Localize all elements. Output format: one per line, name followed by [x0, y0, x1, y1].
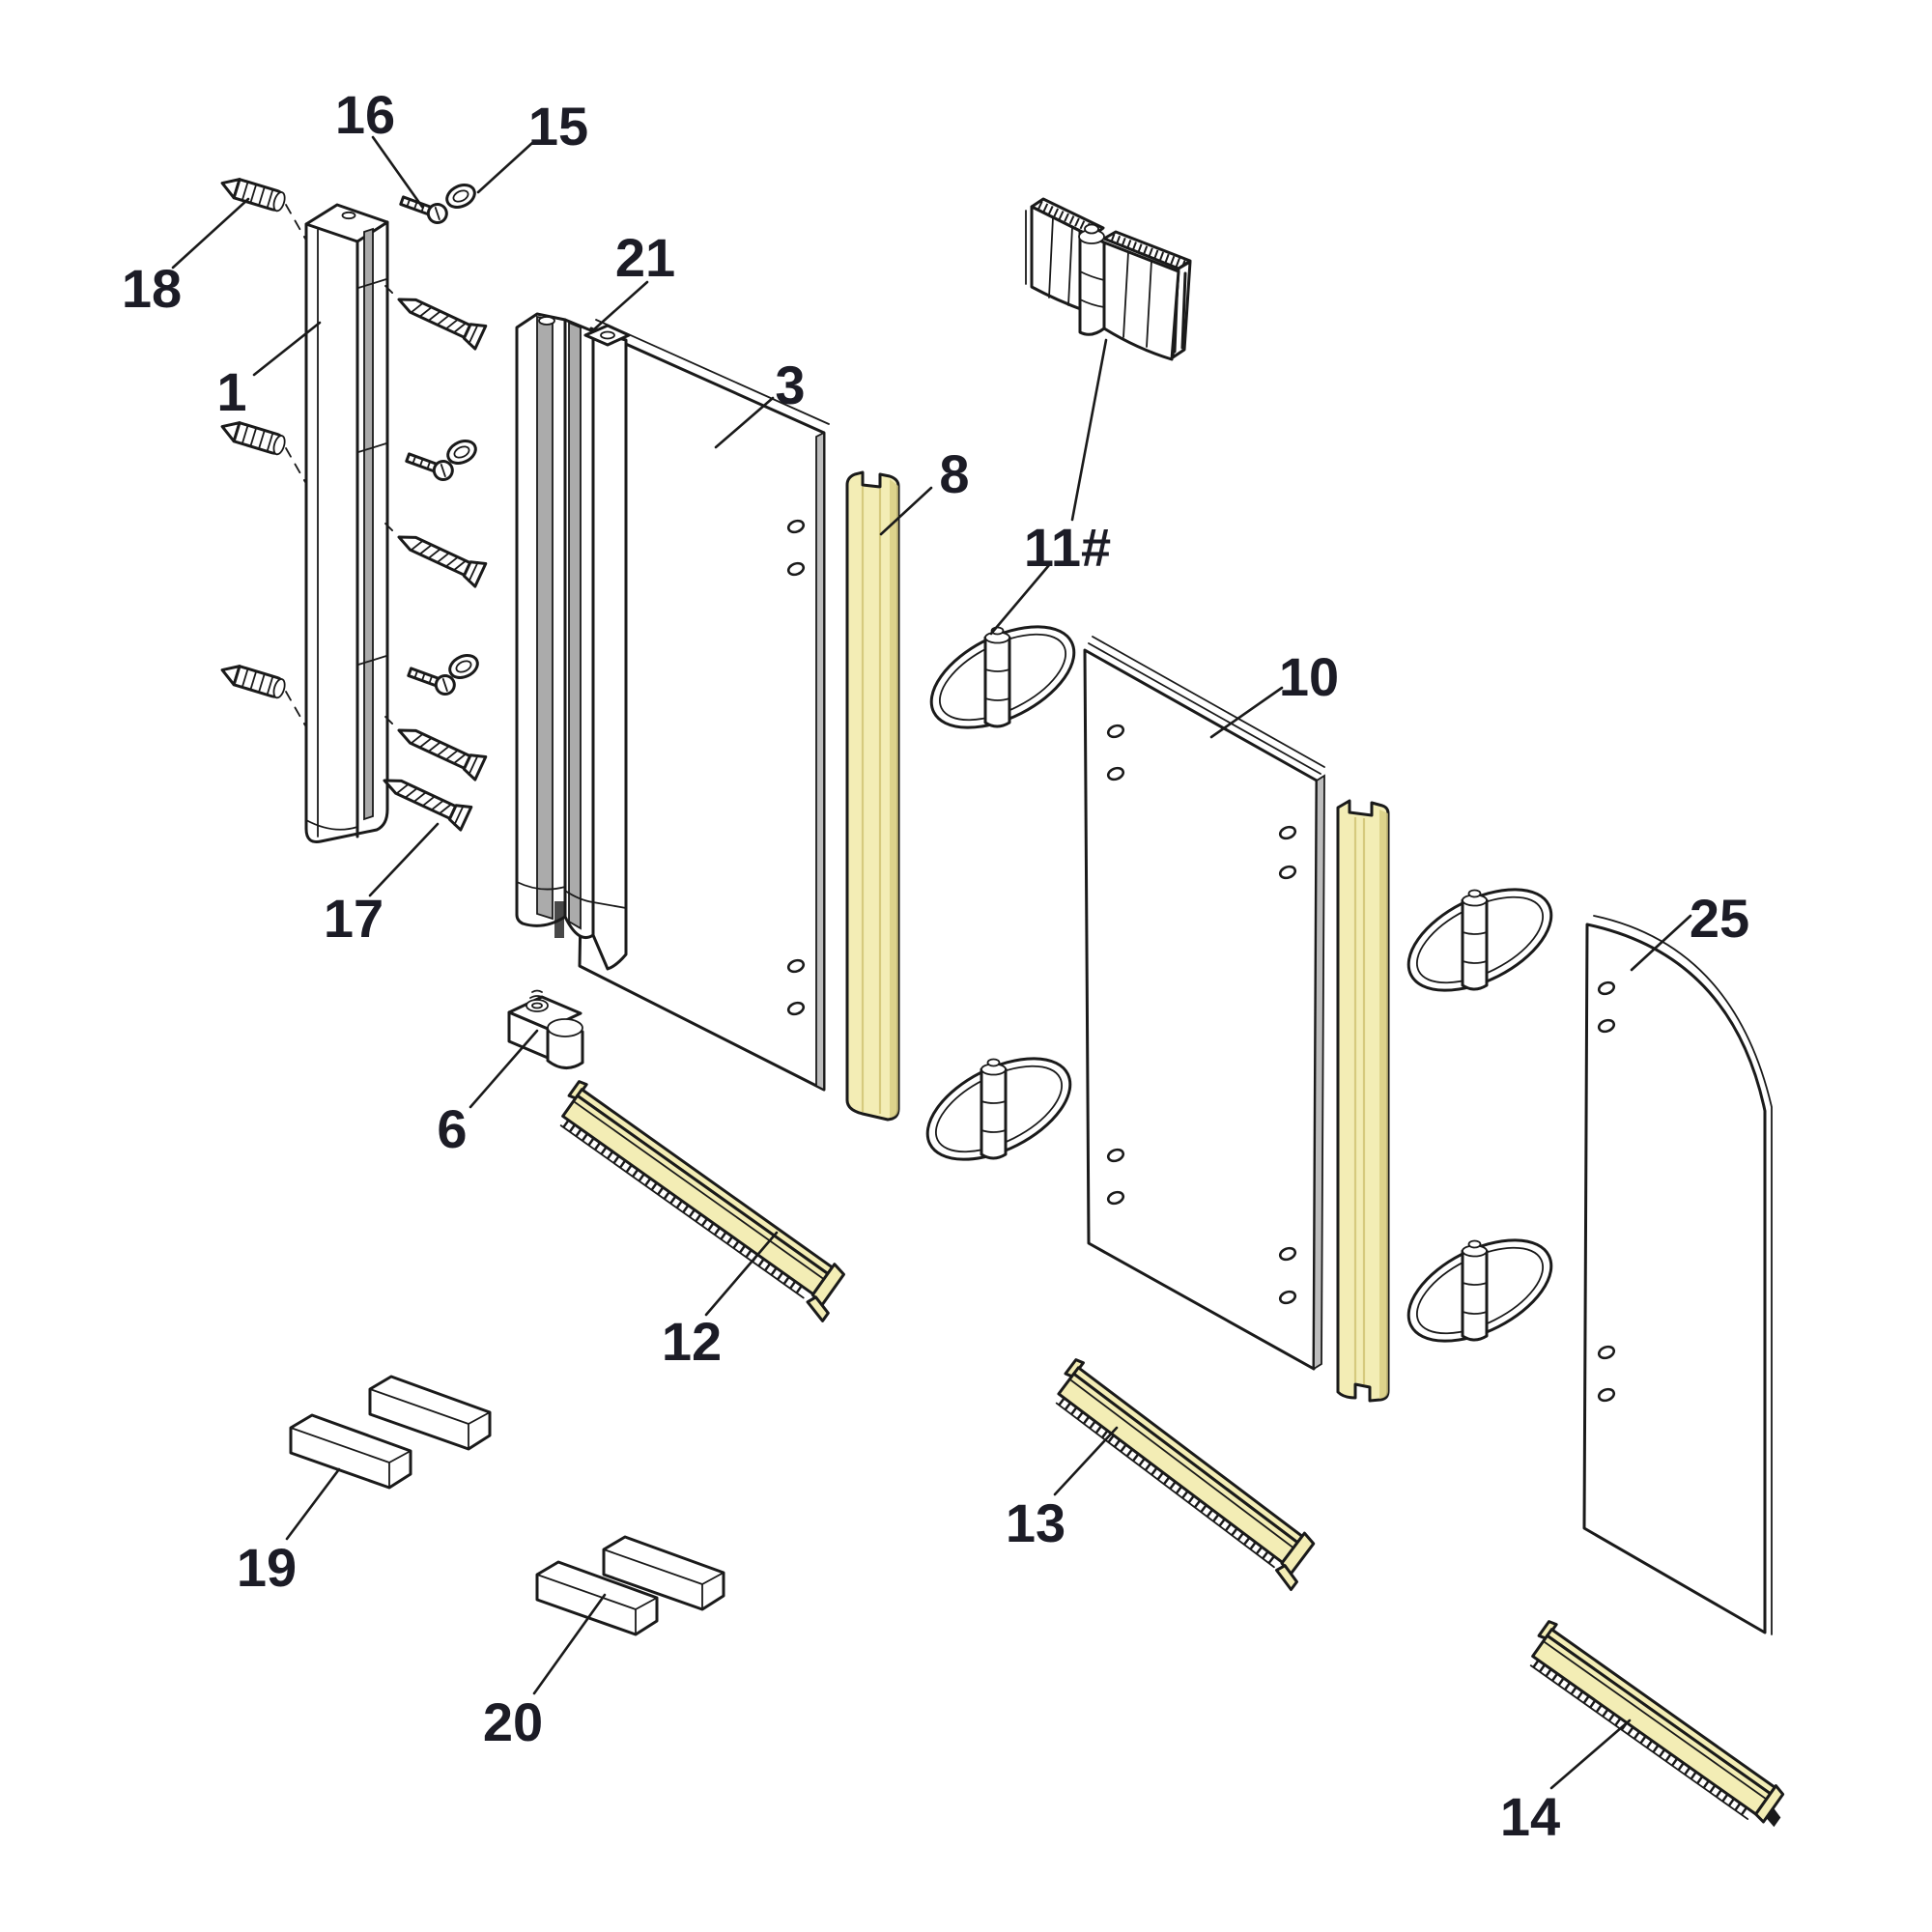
glass-hole — [1597, 1387, 1616, 1403]
hinge-cover-oval — [1391, 1217, 1569, 1364]
hinge-cover-oval — [914, 604, 1092, 751]
glass-hole — [1106, 1148, 1125, 1163]
bottom-seal-strip-12 — [559, 1080, 846, 1322]
part-label-1: 1 — [216, 321, 322, 422]
spacer-block — [368, 1375, 492, 1451]
part-label-21: 21 — [592, 227, 675, 331]
part-label-18: 18 — [122, 197, 250, 319]
part-label-15: 15 — [476, 96, 588, 194]
glass-hole — [786, 561, 806, 577]
part-number: 14 — [1500, 1786, 1560, 1847]
pan-screw — [397, 190, 451, 227]
glass-hole — [1278, 825, 1297, 840]
glass-hole — [1106, 1190, 1125, 1206]
door-glass-panel — [578, 319, 830, 1092]
fixed-glass-panel — [1083, 636, 1325, 1371]
glass-hole — [1597, 980, 1616, 996]
glass-hinge-clamp — [1025, 197, 1192, 361]
part-number: 10 — [1279, 646, 1339, 707]
part-label-19: 19 — [237, 1467, 341, 1598]
part-labels: 1 3 6 8 10 11# 12 13 — [122, 84, 1749, 1847]
part-label-16: 16 — [335, 84, 424, 209]
vertical-seal-strip — [845, 470, 900, 1122]
mounting-hardware — [378, 179, 488, 832]
part-number: 17 — [324, 888, 384, 949]
curved-glass-panel — [1582, 915, 1773, 1635]
wall-profile — [304, 203, 389, 843]
glass-hole — [1597, 1018, 1616, 1034]
part-number: 6 — [437, 1098, 467, 1159]
glass-hole — [1597, 1345, 1616, 1360]
part-label-11: 11# — [989, 338, 1111, 636]
part-number: 15 — [528, 96, 588, 156]
part-number: 11# — [1024, 517, 1111, 578]
hinge-cover-oval — [1391, 867, 1569, 1013]
washer — [441, 179, 480, 213]
wall-anchor — [217, 416, 289, 458]
part-label-20: 20 — [483, 1593, 607, 1752]
glass-hole — [786, 1001, 806, 1016]
part-number: 8 — [939, 443, 969, 504]
part-number: 20 — [483, 1691, 543, 1752]
fixing-screw — [392, 717, 488, 781]
bottom-seal-strip-13 — [1055, 1358, 1316, 1592]
glass-hole — [1278, 865, 1297, 880]
fixing-screw — [392, 286, 488, 351]
spacer-block — [289, 1413, 412, 1490]
hinge-cover-oval — [910, 1036, 1088, 1182]
fixing-screw — [392, 524, 488, 588]
magnetic-seal-strip — [1336, 799, 1390, 1403]
hinge-covers-left — [910, 604, 1092, 1182]
part-number: 1 — [216, 361, 246, 422]
part-number: 21 — [615, 227, 675, 288]
part-number: 3 — [775, 355, 805, 415]
glass-hole — [786, 958, 806, 974]
part-number: 25 — [1690, 888, 1749, 949]
wall-anchor — [217, 660, 289, 701]
glass-hole — [1106, 724, 1125, 739]
part-number: 19 — [237, 1537, 297, 1598]
part-number: 13 — [1006, 1492, 1065, 1553]
glass-hole — [1278, 1290, 1297, 1305]
part-label-25: 25 — [1630, 888, 1749, 972]
spacer-blocks-20 — [535, 1535, 725, 1636]
part-label-10: 10 — [1209, 646, 1339, 739]
part-label-6: 6 — [437, 1029, 539, 1159]
part-label-12: 12 — [662, 1231, 779, 1372]
glass-hole — [1278, 1246, 1297, 1262]
part-label-8: 8 — [879, 443, 970, 536]
part-label-3: 3 — [714, 355, 806, 449]
spacer-blocks-19 — [289, 1375, 492, 1490]
part-label-14: 14 — [1500, 1719, 1632, 1847]
door-hinge-profile — [515, 312, 631, 971]
hinge-covers-right — [1391, 867, 1569, 1364]
fixing-screw — [378, 767, 473, 832]
bottom-seal-strip-14 — [1529, 1620, 1785, 1828]
part-number: 18 — [122, 258, 182, 319]
wall-anchors — [217, 173, 306, 726]
part-label-17: 17 — [324, 822, 440, 949]
glass-hole — [1106, 766, 1125, 781]
pivot-bracket — [507, 989, 584, 1069]
part-label-13: 13 — [1006, 1426, 1119, 1553]
part-number: 12 — [662, 1311, 722, 1372]
wall-anchor — [217, 173, 289, 214]
glass-hole — [786, 519, 806, 534]
part-number: 16 — [335, 84, 395, 145]
